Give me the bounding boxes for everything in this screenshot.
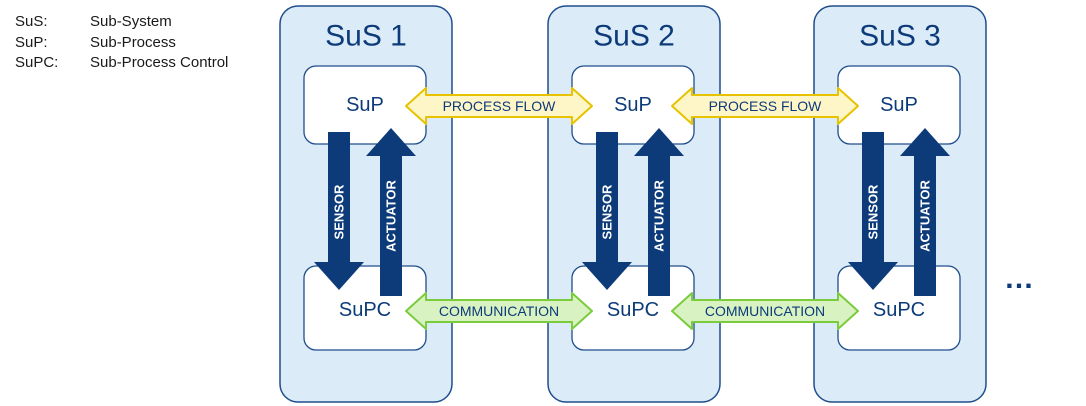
legend-meaning: Sub-System bbox=[90, 13, 172, 30]
subprocess-control-label: SuPC bbox=[873, 299, 925, 321]
actuator-label: ACTUATOR bbox=[652, 180, 667, 252]
communication-arrow bbox=[671, 292, 859, 330]
legend-meaning: Sub-Process Control bbox=[90, 54, 229, 71]
legend-meaning: Sub-Process bbox=[90, 33, 176, 51]
communication-label: COMMUNICATION bbox=[439, 303, 559, 319]
subprocess-label: SuP bbox=[346, 94, 384, 116]
actuator-label: ACTUATOR bbox=[384, 180, 399, 252]
subsystem-title: SuS 1 bbox=[325, 20, 407, 53]
subprocess-control-label: SuPC bbox=[339, 299, 391, 321]
communication-arrow bbox=[405, 292, 593, 330]
sensor-arrow bbox=[582, 132, 632, 290]
legend: SuS: Sub-System SuP: Sub-Process SuPC: S… bbox=[15, 12, 228, 74]
sensor-arrow bbox=[314, 132, 364, 290]
actuator-label: ACTUATOR bbox=[918, 180, 933, 252]
process-flow-label: PROCESS FLOW bbox=[443, 98, 557, 114]
legend-row-sup: SuP: Sub-Process bbox=[15, 33, 228, 54]
sensor-label: SENSOR bbox=[600, 184, 615, 240]
legend-abbr: SuPC: bbox=[15, 54, 59, 71]
actuator-arrow bbox=[366, 128, 416, 296]
subprocess-control-label: SuPC bbox=[607, 299, 659, 321]
process-flow-arrow bbox=[405, 87, 593, 125]
legend-abbr: SuP: bbox=[15, 33, 48, 51]
process-flow-label: PROCESS FLOW bbox=[709, 98, 823, 114]
subprocess-label: SuP bbox=[880, 94, 918, 116]
process-flow-arrow bbox=[671, 87, 859, 125]
actuator-arrow bbox=[634, 128, 684, 296]
subsystem-title: SuS 2 bbox=[593, 20, 675, 53]
ellipsis: … bbox=[1004, 262, 1035, 295]
legend-abbr: SuS: bbox=[15, 13, 48, 30]
communication-label: COMMUNICATION bbox=[705, 303, 825, 319]
sensor-label: SENSOR bbox=[866, 184, 881, 240]
subsystem-title: SuS 3 bbox=[859, 20, 941, 53]
sensor-arrow bbox=[848, 132, 898, 290]
legend-row-supc: SuPC: Sub-Process Control bbox=[15, 53, 228, 74]
legend-row-sus: SuS: Sub-System bbox=[15, 12, 228, 33]
subprocess-label: SuP bbox=[614, 94, 652, 116]
actuator-arrow bbox=[900, 128, 950, 296]
sensor-label: SENSOR bbox=[332, 184, 347, 240]
